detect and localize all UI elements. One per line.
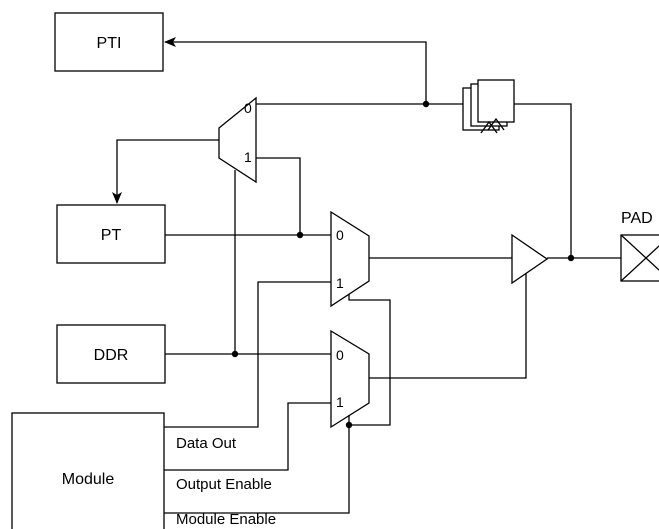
output-buffer [511, 233, 549, 285]
mux-data: 0 1 [330, 210, 370, 308]
wire-to-pti [164, 37, 427, 104]
mux-enable: 0 1 [330, 329, 370, 429]
pti-block: PTI [54, 12, 164, 72]
wire-register-to-pad-node [514, 103, 572, 258]
module-block: Module [11, 412, 165, 529]
mux-data-input-1: 1 [336, 275, 344, 291]
junction-pti-tap [422, 100, 430, 108]
junction-pt [296, 231, 304, 239]
wire-mux-top-to-pt [112, 139, 219, 204]
module-label: Module [62, 471, 115, 488]
wire-mux-enable-to-buffer [369, 273, 527, 379]
mux-top-input-0: 0 [244, 100, 252, 116]
register-flipflop [462, 79, 515, 134]
pt-label: PT [101, 227, 122, 244]
mux-enable-input-0: 0 [336, 347, 344, 363]
junctions [231, 100, 575, 429]
wire-module-enable-select [348, 294, 391, 426]
output-enable-label: Output Enable [176, 476, 272, 493]
data-out-label: Data Out [176, 435, 237, 452]
ddr-block: DDR [56, 324, 166, 384]
junction-pad-node [567, 254, 575, 262]
pad-label: PAD [621, 210, 653, 227]
pt-block: PT [56, 204, 166, 264]
ddr-label: DDR [94, 347, 129, 364]
mux-enable-input-1: 1 [336, 394, 344, 410]
mux-top: 0 1 [218, 96, 257, 184]
mux-top-input-1: 1 [244, 149, 252, 165]
pad: PAD [620, 210, 659, 282]
wires [112, 37, 621, 514]
junction-ddr [231, 350, 239, 358]
junction-module-enable [345, 421, 353, 429]
wire-pt-to-mux-top-1 [256, 157, 301, 235]
pti-label: PTI [97, 35, 122, 52]
wire-output-enable [164, 402, 331, 471]
wire-module-enable [164, 415, 350, 514]
module-enable-label: Module Enable [176, 511, 276, 528]
mux-data-input-0: 0 [336, 227, 344, 243]
